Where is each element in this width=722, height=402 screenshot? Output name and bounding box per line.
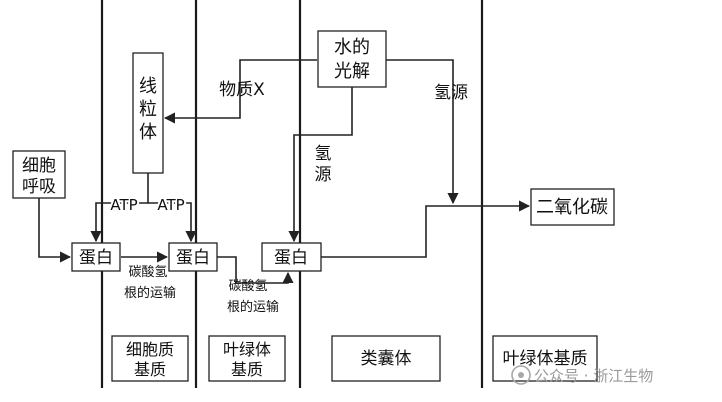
protein-box-3 [261, 242, 322, 272]
watermark-logo-icon [511, 365, 531, 385]
region-cytoplasm-line-1: 细胞质 [126, 340, 174, 359]
arrow-mito-to-protein2-atp [148, 202, 197, 243]
co2-box [530, 188, 615, 226]
watermark: 公众号 · 浙江生物 [511, 365, 653, 385]
region-chloroplast-matrix-line-1: 叶绿体 [223, 340, 271, 359]
protein-label-2: 蛋白 [176, 248, 210, 268]
bicarbonate-transport-2-line-1: 碳酸氢 [228, 279, 267, 294]
arrow-respiration-to-protein1 [38, 198, 72, 263]
substance-x-label: 物质X [219, 80, 265, 100]
atp-right-label: ATP [157, 196, 184, 214]
hydrogen-source-mid-char-2: 源 [315, 165, 332, 185]
region-box-cytoplasm [111, 335, 189, 382]
mitochondria-char-3: 体 [139, 122, 157, 143]
arrow-water-to-co2-hydrogen [386, 59, 459, 205]
arrow-water-to-mitochondria [163, 59, 317, 124]
arrow-protein3-to-co2 [321, 200, 531, 258]
bicarbonate-transport-2-line-2: 根的运输 [227, 299, 279, 315]
mitochondria-char-1: 线 [139, 76, 157, 97]
water-photolysis-box [317, 30, 387, 88]
atp-left-label: ATP [110, 196, 137, 214]
region-box-thylakoid [331, 335, 441, 382]
respiration-box [12, 150, 66, 199]
protein-label-1: 蛋白 [79, 248, 113, 268]
water-photolysis-line-2: 光解 [334, 61, 370, 82]
respiration-line-2: 呼吸 [22, 177, 56, 197]
water-photolysis-line-1: 水的 [334, 37, 370, 58]
region-box-chloroplast-matrix [208, 335, 286, 382]
protein-box-1 [71, 242, 121, 272]
mitochondria-char-2: 粒 [139, 99, 157, 120]
protein-label-3: 蛋白 [274, 248, 308, 268]
region-thylakoid-label: 类囊体 [361, 349, 412, 369]
arrow-protein2-to-protein3 [217, 256, 294, 284]
co2-label: 二氧化碳 [536, 197, 608, 218]
arrow-mito-to-protein1-atp [90, 173, 149, 243]
watermark-logo-dot [518, 372, 524, 378]
bicarbonate-transport-1-line-2: 根的运输 [124, 285, 176, 301]
respiration-line-1: 细胞 [22, 156, 56, 176]
hydrogen-source-right-label: 氢源 [434, 83, 468, 103]
region-cytoplasm-line-2: 基质 [134, 360, 166, 379]
region-stroma-label: 叶绿体基质 [503, 349, 588, 369]
region-chloroplast-matrix-line-2: 基质 [231, 360, 263, 379]
arrow-water-to-protein3 [288, 87, 353, 243]
bicarbonate-transport-1-line-1: 碳酸氢 [128, 265, 167, 280]
watermark-text: 公众号 · 浙江生物 [534, 367, 653, 385]
hydrogen-source-mid-char-1: 氢 [315, 144, 332, 164]
region-box-stroma [492, 335, 598, 382]
